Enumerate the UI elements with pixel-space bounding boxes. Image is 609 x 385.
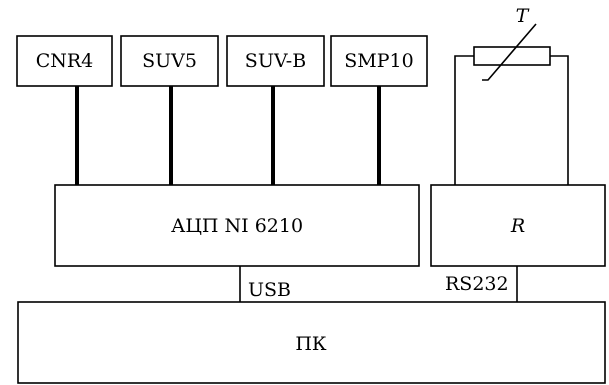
- adc-label: АЦП NI 6210: [171, 215, 303, 237]
- sensor-cnr4-label: CNR4: [36, 50, 94, 72]
- thermistor-resistor: [473, 46, 551, 66]
- sensor-smp10: SMP10: [330, 35, 428, 87]
- resistance-label: R: [510, 215, 525, 237]
- sensor-cnr4: CNR4: [16, 35, 113, 87]
- adc-box: АЦП NI 6210: [54, 184, 420, 267]
- thermistor-circuit: T: [454, 5, 569, 185]
- thermistor-arrow: [482, 23, 537, 81]
- pc-label: ПК: [295, 333, 327, 355]
- thermistor-wire-right: [550, 55, 569, 185]
- sensor-suv-b-label: SUV-B: [245, 50, 306, 72]
- sensor-suv-b: SUV-B: [226, 35, 325, 87]
- thermistor-label: T: [516, 5, 530, 27]
- resistance-box: R: [430, 184, 606, 267]
- sensor-smp10-label: SMP10: [344, 50, 413, 72]
- sensor-suv5-label: SUV5: [142, 50, 197, 72]
- pc-box: ПК: [17, 301, 606, 384]
- thermistor-wire-left: [454, 55, 474, 185]
- rs232-label: RS232: [445, 273, 509, 295]
- usb-label: USB: [248, 279, 291, 301]
- sensor-suv5: SUV5: [120, 35, 219, 87]
